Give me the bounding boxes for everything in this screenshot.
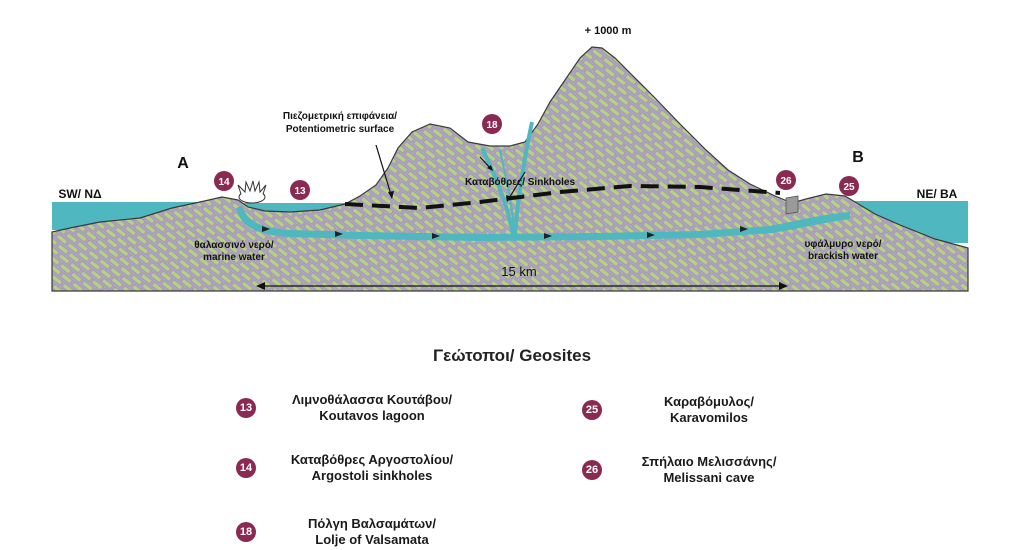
flow-arrow — [432, 233, 440, 239]
flow-arrow — [335, 231, 343, 237]
right-direction-label: NE/ BA — [917, 187, 958, 201]
flow-arrow — [740, 226, 748, 232]
point-b-label: B — [852, 149, 864, 166]
site-marker-14: 14 — [214, 171, 234, 191]
sinkholes-leader-a-head — [487, 165, 493, 171]
legend-line: Lolje of Valsamata — [315, 532, 429, 547]
sinkholes-label: Καταβόθρες/ Sinkholes — [465, 177, 575, 188]
melissani-cave — [785, 195, 799, 215]
site-marker-18: 18 — [482, 114, 502, 134]
legend-text-13: Λιμνοθάλασσα Κουτάβου/ Koutavos lagoon — [272, 392, 472, 424]
potentiometric-label-line1: Πιεζομετρική επιφάνεια/ — [283, 111, 397, 122]
flow-arrow — [647, 232, 655, 238]
legend-line: Melissani cave — [663, 470, 755, 485]
marine-water-label-line1: θαλασσινό νερό/ — [194, 240, 274, 251]
flow-arrow — [544, 233, 552, 239]
legend-badge-14: 14 — [236, 458, 256, 478]
legend-text-26: Σπήλαιο Μελισσάνης/ Melissani cave — [624, 454, 794, 486]
site-marker-25: 25 — [839, 176, 859, 196]
legend-line: Καραβόμυλος/ — [664, 394, 754, 409]
point-a-label: A — [177, 155, 189, 172]
legend-text-14: Καταβόθρες Αργοστολίου/ Argostoli sinkho… — [272, 452, 472, 484]
potentiometric-surface — [344, 183, 781, 211]
legend-item-14: 14 Καταβόθρες Αργοστολίου/ Argostoli sin… — [236, 452, 472, 484]
distance-arrow-right — [779, 282, 788, 290]
potentiometric-leader-head — [388, 191, 394, 199]
svg-text:26: 26 — [780, 176, 792, 187]
sinkhole-spray-icon — [237, 180, 267, 204]
svg-text:25: 25 — [843, 182, 855, 193]
legend-line: Λιμνοθάλασσα Κουτάβου/ — [292, 392, 452, 407]
svg-text:13: 13 — [294, 186, 306, 197]
site-marker-26: 26 — [776, 170, 796, 190]
legend-item-18: 18 Πόλγη Βαλσαμάτων/ Lolje of Valsamata — [236, 516, 472, 548]
svg-text:14: 14 — [218, 177, 230, 188]
legend-line: Πόλγη Βαλσαμάτων/ — [308, 516, 436, 531]
distance-arrow-left — [256, 282, 265, 290]
legend-badge-25: 25 — [582, 400, 602, 420]
legend-item-13: 13 Λιμνοθάλασσα Κουτάβου/ Koutavos lagoo… — [236, 392, 472, 424]
legend-text-25: Καραβόμυλος/ Karavomilos — [624, 394, 794, 426]
flow-arrows — [262, 226, 748, 239]
left-direction-label: SW/ NΔ — [58, 187, 102, 201]
site-marker-13: 13 — [290, 180, 310, 200]
karst-conduit — [236, 206, 850, 241]
flow-arrow — [262, 226, 270, 232]
legend-badge-26: 26 — [582, 460, 602, 480]
marine-water-label-line2: marine water — [203, 252, 265, 263]
legend-badge-18: 18 — [236, 522, 256, 542]
legend-title: Γεώτοποι/ Geosites — [432, 346, 592, 365]
elevation-label: + 1000 m — [585, 25, 632, 37]
potentiometric-label-line2: Potentiometric surface — [286, 124, 395, 135]
legend-line: Σπήλαιο Μελισσάνης/ — [641, 454, 777, 469]
brackish-water-label-line1: υφάλμυρο νερό/ — [804, 239, 881, 250]
sinkhole-channel-c — [499, 149, 515, 233]
sinkholes-leader-b-head — [506, 195, 512, 202]
legend-line: Koutavos lagoon — [319, 408, 425, 423]
sinkhole-channel-a — [480, 147, 515, 235]
sinkholes-leader-b — [507, 171, 526, 201]
legend-badge-13: 13 — [236, 398, 256, 418]
potentiometric-leader — [375, 144, 393, 199]
svg-text:18: 18 — [486, 120, 498, 131]
legend-line: Karavomilos — [669, 410, 749, 425]
brackish-water-label-line2: brackish water — [808, 251, 878, 262]
distance-label: 15 km — [501, 264, 536, 279]
legend-item-25: 25 Καραβόμυλος/ Karavomilos — [582, 394, 794, 426]
legend-line: Argostoli sinkholes — [311, 468, 433, 483]
legend-text-18: Πόλγη Βαλσαμάτων/ Lolje of Valsamata — [272, 516, 472, 548]
legend-line: Καταβόθρες Αργοστολίου/ — [290, 452, 454, 467]
legend-item-26: 26 Σπήλαιο Μελισσάνης/ Melissani cave — [582, 454, 794, 486]
